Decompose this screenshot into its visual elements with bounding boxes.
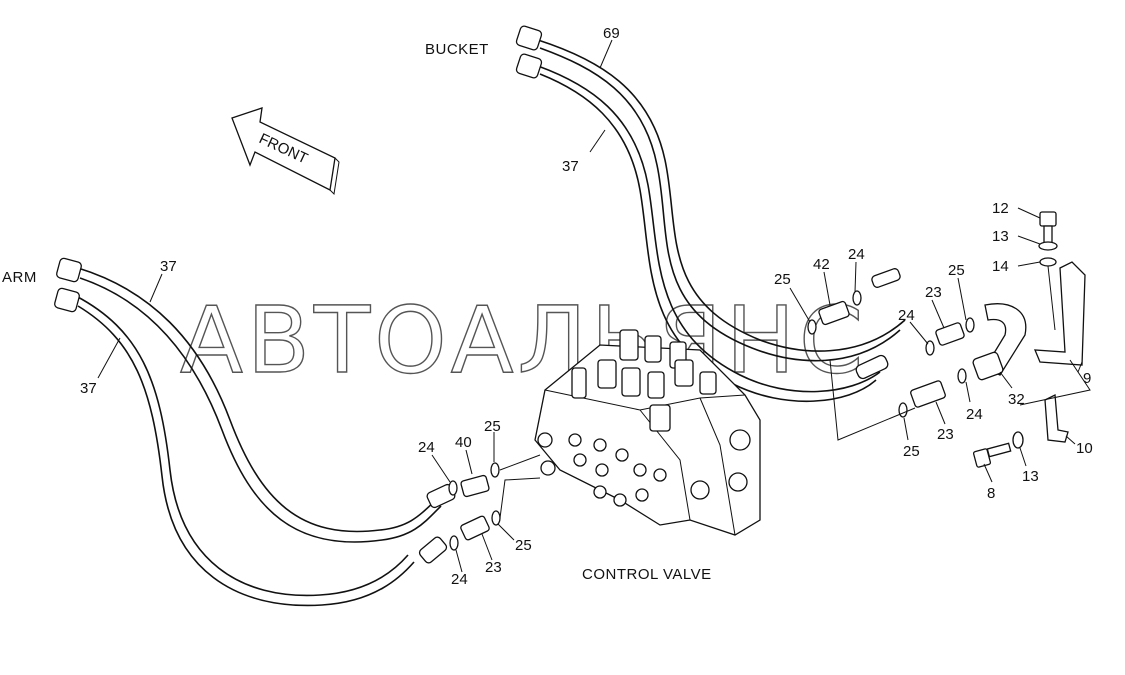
part-no-40: 40 (455, 434, 472, 451)
bracket-hardware (972, 211, 1091, 468)
part-no-69: 69 (603, 25, 620, 42)
part-no-12: 12 (992, 200, 1009, 217)
part-no-8: 8 (987, 485, 995, 502)
bracket-9 (1033, 261, 1086, 366)
part-no-25: 25 (774, 271, 791, 288)
part-no-25: 25 (903, 443, 920, 460)
bucket-hose-fitting-upper (515, 25, 543, 51)
part-no-37: 37 (562, 158, 579, 175)
control-valve (534, 329, 761, 536)
watermark-text: АВТОАЛЬЯНС (180, 287, 867, 394)
valve-spool-caps (571, 329, 717, 432)
front-arrow: FRONT (231, 107, 340, 196)
part-no-9: 9 (1083, 370, 1091, 387)
washer-13 (1038, 241, 1058, 251)
part-no-37: 37 (160, 258, 177, 275)
part-no-23: 23 (937, 426, 954, 443)
part-no-42: 42 (813, 256, 830, 273)
arm-hose-fitting-lower (54, 287, 80, 313)
part-no-24: 24 (848, 246, 865, 263)
leader-lines (97, 39, 1083, 573)
part-no-25: 25 (515, 537, 532, 554)
part-no-14: 14 (992, 258, 1009, 275)
part-no-25: 25 (948, 262, 965, 279)
arm-hoses (54, 257, 456, 607)
part-no-32: 32 (1008, 391, 1025, 408)
valve-left-fittings (448, 454, 541, 551)
part-no-23: 23 (485, 559, 502, 576)
arm-label: ARM (2, 269, 37, 286)
nut-13 (1012, 431, 1024, 449)
bucket-hose-fitting-lower (515, 53, 543, 79)
arm-hose-fitting-upper (56, 257, 82, 283)
clamp-10 (1044, 393, 1069, 443)
valve-right-fittings (807, 290, 1027, 441)
control-valve-label: CONTROL VALVE (582, 566, 712, 583)
part-no-37: 37 (80, 380, 97, 397)
part-no-23: 23 (925, 284, 942, 301)
part-no-10: 10 (1076, 440, 1093, 457)
part-no-24: 24 (418, 439, 435, 456)
part-no-24: 24 (966, 406, 983, 423)
bucket-hoses (515, 25, 906, 403)
part-no-13: 13 (1022, 468, 1039, 485)
valve-ports (537, 429, 751, 507)
washer-14 (1039, 257, 1057, 267)
part-no-13: 13 (992, 228, 1009, 245)
part-no-24: 24 (451, 571, 468, 588)
bolt-12 (1039, 211, 1057, 227)
bolt-8 (972, 442, 1012, 468)
bucket-label: BUCKET (425, 41, 489, 58)
part-no-25: 25 (484, 418, 501, 435)
part-number-callouts: 69 37 37 37 25 42 24 25 23 24 12 13 14 9… (80, 25, 1093, 588)
part-no-24: 24 (898, 307, 915, 324)
